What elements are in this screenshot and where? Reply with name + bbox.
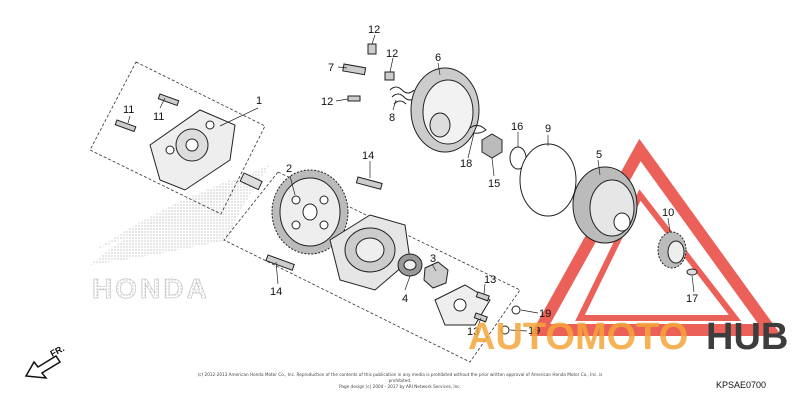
diagram-code: KPSAE0700 <box>716 380 767 390</box>
part-1-cover[interactable] <box>149 109 236 191</box>
part-6-clutch-outer[interactable] <box>410 67 480 153</box>
callout-14a: 14 <box>362 150 374 162</box>
callout-6: 6 <box>435 52 441 64</box>
callout-12a: 12 <box>368 24 380 36</box>
subassembly-frame-lower <box>223 171 521 363</box>
part-9-gasket[interactable] <box>519 143 577 217</box>
part-19-oring-a[interactable] <box>511 305 521 315</box>
callout-3: 3 <box>430 253 436 265</box>
callout-19b: 19 <box>528 325 540 337</box>
watermark-logo <box>529 138 782 336</box>
callout-11b: 11 <box>153 111 164 123</box>
front-direction-arrow-icon <box>24 354 62 379</box>
part-15-nut[interactable] <box>481 133 503 159</box>
callout-5: 5 <box>596 149 602 161</box>
watermark-text-dark: HUB <box>706 316 788 358</box>
shaft <box>239 172 263 191</box>
watermark-text: AUTOMOTO HUB <box>468 316 788 358</box>
callout-2: 2 <box>286 163 292 175</box>
copyright-line-1: (c) 2012-2013 American Honda Motor Co., … <box>197 372 603 383</box>
part-5-cover[interactable] <box>572 166 638 244</box>
callout-labels: 1 2 3 4 5 6 7 8 9 10 11 11 12 12 12 13 1… <box>123 24 698 338</box>
leader-lines <box>127 34 695 332</box>
callout-19a: 19 <box>539 308 551 320</box>
callout-9: 9 <box>545 123 551 135</box>
callout-12b: 12 <box>386 48 398 60</box>
callout-10: 10 <box>662 207 674 219</box>
callout-11a: 11 <box>123 104 134 116</box>
copyright-line-2: Page design (c) 2004 - 2017 by ARI Netwo… <box>339 384 461 389</box>
honda-brand-text: HONDA <box>92 273 210 304</box>
part-14-bolts[interactable] <box>265 176 383 271</box>
part-10-gear[interactable] <box>657 231 687 269</box>
part-13-screws[interactable] <box>473 291 490 323</box>
callout-12c: 12 <box>321 96 333 108</box>
part-7-bolt[interactable] <box>342 63 367 76</box>
callout-1: 1 <box>256 95 262 107</box>
callout-14b: 14 <box>270 286 282 298</box>
part-17-key[interactable] <box>686 268 698 276</box>
callout-16: 16 <box>511 121 523 133</box>
callout-18: 18 <box>460 158 472 170</box>
watermark-text-orange: AUTOMOTO <box>468 316 688 358</box>
part-18-clip[interactable] <box>469 124 487 134</box>
copyright-notice: (c) 2012-2013 American Honda Motor Co., … <box>190 372 610 390</box>
callout-15: 15 <box>488 178 500 190</box>
part-11-bolts[interactable] <box>114 93 180 133</box>
part-19-oring-b[interactable] <box>500 325 510 335</box>
callout-8: 8 <box>389 112 395 124</box>
callout-7: 7 <box>328 62 334 74</box>
part-4-inner-rotor[interactable] <box>397 253 423 277</box>
callout-4: 4 <box>402 293 408 305</box>
callout-13a: 13 <box>484 274 496 286</box>
honda-wing-logo: HONDA <box>90 165 270 304</box>
part-3-outer-rotor[interactable] <box>423 261 449 289</box>
part-pump-body[interactable] <box>329 214 411 291</box>
subassembly-frame-left <box>89 61 266 215</box>
callout-17: 17 <box>686 293 698 305</box>
callout-13b: 13 <box>467 326 479 338</box>
